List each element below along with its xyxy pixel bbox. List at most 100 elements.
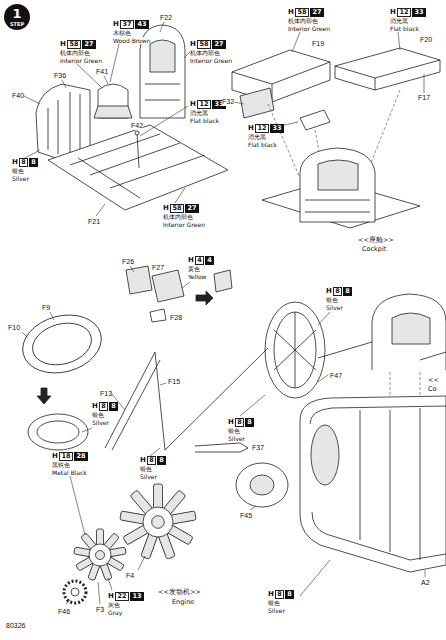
- color-name-cn-label: 银色: [92, 411, 104, 418]
- part-number: F36: [54, 72, 66, 79]
- paint-code-box: 8: [275, 590, 284, 599]
- part-number: F40: [12, 92, 24, 99]
- paint-code-box: 8: [333, 287, 342, 296]
- part-number: F47: [330, 372, 342, 379]
- paint-prefix: H: [140, 456, 146, 464]
- engine-parts: [37, 421, 79, 443]
- leader-lines: [234, 32, 424, 126]
- fuselage-assembly: [360, 408, 420, 560]
- paint-number: 27: [84, 40, 93, 48]
- paint-prefix: H: [188, 256, 194, 264]
- color-name-label: Interior Green: [190, 57, 232, 64]
- part-number: F32: [222, 98, 234, 105]
- color-name-cn-label: 银色: [268, 599, 280, 606]
- color-name-label: Yellow: [188, 273, 206, 280]
- part-number: F17: [418, 94, 430, 101]
- color-name-cn-label: 黄色: [188, 265, 200, 272]
- color-name: Interior Green: [190, 57, 232, 64]
- paint-number-box: 8: [157, 456, 166, 465]
- paint-number-box: 27: [82, 40, 96, 49]
- part-number: F22: [160, 14, 172, 21]
- engine-parts: [274, 312, 316, 388]
- paint-code-box: 58: [197, 40, 211, 49]
- part-number-label: F27: [152, 264, 164, 272]
- color-name: Silver: [228, 435, 245, 442]
- paint-number: 13: [132, 592, 141, 600]
- part-number-label: F45: [240, 512, 252, 520]
- part-number-label: F13: [100, 390, 112, 398]
- paint-number: 8: [277, 590, 282, 598]
- color-name-label: Flat black: [390, 25, 419, 32]
- part-number: F21: [88, 218, 100, 225]
- color-name-label: Silver: [92, 419, 109, 426]
- section-caption: <<: [428, 376, 439, 384]
- cockpit-parts-right: [300, 110, 330, 130]
- paint-number: 27: [214, 40, 223, 48]
- paint-prefix: H: [190, 40, 196, 48]
- color-name-cn-label: 银色: [228, 427, 240, 434]
- section-caption-label: <<座舱>>: [358, 236, 394, 244]
- part-number: F41: [96, 68, 108, 75]
- cockpit-parts-right: [232, 48, 440, 228]
- paint-code-box: 12: [255, 124, 269, 133]
- paint-code-box: 4: [195, 256, 204, 265]
- part-number-label: F46: [58, 608, 70, 616]
- paint-number: 18: [61, 452, 70, 460]
- color-name-cn: 灰色: [108, 601, 120, 608]
- color-name: Silver: [268, 607, 285, 614]
- section-caption-label: <<: [428, 376, 439, 384]
- paint-code-box: 12: [397, 8, 411, 17]
- color-name-cn: 银色: [12, 167, 24, 174]
- color-name: Silver: [140, 473, 157, 480]
- paint-prefix: H: [92, 402, 98, 410]
- part-number-label: F22: [160, 14, 172, 22]
- color-name-cn-label: 机体内部色: [163, 213, 193, 220]
- paint-prefix: H: [113, 20, 119, 28]
- color-name-label: Flat black: [248, 141, 277, 148]
- leader-lines: [22, 22, 425, 604]
- radial-engine: [120, 484, 196, 559]
- engine-parts: [71, 588, 79, 596]
- fuselage-assembly: [392, 313, 430, 344]
- paint-prefix: H: [390, 8, 396, 16]
- cockpit-parts-left: [36, 25, 228, 210]
- paint-prefix-label: H: [113, 20, 119, 28]
- color-name: Flat black: [190, 117, 219, 124]
- paint-number-box: 8: [343, 287, 352, 296]
- paint-prefix: H: [163, 204, 169, 212]
- paint-number: 28: [76, 452, 85, 460]
- part-number-label: F40: [12, 92, 24, 100]
- paint-prefix-label: H: [92, 402, 98, 410]
- color-name-cn-label: 消光黑: [390, 17, 408, 24]
- part-number-label: F36: [54, 72, 66, 80]
- paint-number: 8: [237, 418, 242, 426]
- engine-parts: [37, 388, 51, 404]
- color-name-cn: 银色: [326, 296, 338, 303]
- paint-code-box: 58: [170, 204, 184, 213]
- cockpit-parts-left: [145, 84, 180, 100]
- step-badge: 1STEP: [4, 4, 30, 30]
- paint-prefix: H: [52, 452, 58, 460]
- paint-code-box: 8: [147, 456, 156, 465]
- color-name-label: Gray: [108, 609, 122, 616]
- part-number-label: F17: [418, 94, 430, 102]
- color-name-cn-label: 黑铁色: [52, 461, 70, 468]
- paint-number-box: 8: [245, 418, 254, 427]
- paint-number: 4: [197, 256, 202, 264]
- engine-parts: [28, 317, 96, 371]
- engine-parts: [126, 266, 152, 294]
- paint-prefix-label: H: [288, 8, 294, 16]
- leader-lines: [22, 266, 330, 456]
- color-name-cn-label: 消光黑: [190, 109, 208, 116]
- color-name-cn: 机体内部色: [288, 17, 318, 24]
- color-name: Interior Green: [163, 221, 205, 228]
- section-caption-label: Engine: [172, 598, 194, 606]
- color-name-label: Flat black: [190, 117, 219, 124]
- color-name-cn-label: 机体内部色: [288, 17, 318, 24]
- part-number: F9: [42, 304, 50, 311]
- paint-number: 27: [312, 8, 321, 16]
- engine-parts: [105, 348, 268, 450]
- paint-prefix: H: [108, 592, 114, 600]
- color-name-label: Silver: [140, 473, 157, 480]
